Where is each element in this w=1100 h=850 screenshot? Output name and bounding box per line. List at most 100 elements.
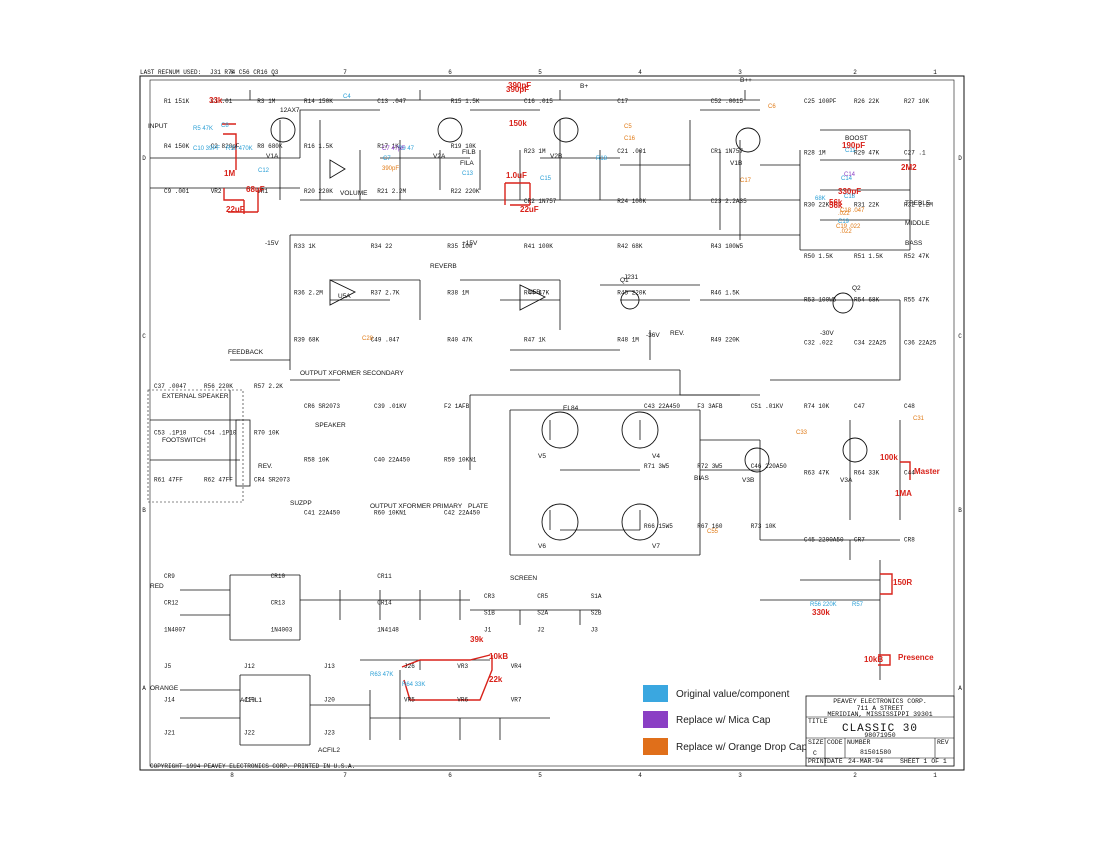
- grid-col-top-5: 5: [538, 69, 542, 76]
- component-label: R20 220K: [304, 188, 333, 195]
- rev-label: REV: [937, 739, 949, 746]
- net-label: ACFIL1: [240, 697, 262, 704]
- blue-original-label: C11: [845, 148, 856, 154]
- sheet-border: [139, 75, 965, 771]
- number-label: NUMBER: [847, 739, 871, 746]
- tube-v7: [621, 503, 659, 541]
- component-label: CR3: [484, 593, 495, 600]
- net-label: ACFIL2: [318, 747, 340, 754]
- component-label: S1B: [484, 610, 495, 617]
- grid-col-bottom-3: 3: [738, 772, 742, 779]
- component-label: R41 100K: [524, 243, 553, 250]
- component-label: R52 47K: [904, 253, 930, 260]
- component-label: C52 .0015: [711, 98, 744, 105]
- grid-col-bottom-5: 5: [538, 772, 542, 779]
- company-name: PEAVEY ELECTRONICS CORP.: [833, 698, 927, 705]
- transistor-q2: [832, 292, 854, 314]
- grid-row-left-B: B: [142, 507, 146, 514]
- net-labels: B+B++-15V+15V-36V-30VREVERBFEEDBACKSPEAK…: [148, 77, 931, 754]
- component-label: C9 .001: [164, 188, 190, 195]
- component-label: R59 10KN1: [444, 456, 477, 463]
- red-mod-label: 150k: [509, 119, 527, 128]
- component-label: R47 1K: [524, 336, 546, 343]
- component-label: C37 .0047: [154, 383, 187, 390]
- component-label: R61 47FF: [154, 476, 183, 483]
- tube-label: 12AX7: [280, 107, 300, 114]
- net-label: VOLUME: [340, 190, 368, 197]
- orange-drop-label: C28: [362, 336, 374, 342]
- component-label: R22 220K: [451, 188, 480, 195]
- component-label: CR2 1N757: [524, 198, 557, 205]
- mod-value-r-top: 390pF: [506, 85, 529, 94]
- net-label: ORANGE: [150, 685, 179, 692]
- red-mod-label: 190pF: [842, 141, 865, 150]
- component-label: R57 2.2K: [254, 383, 283, 390]
- component-label: R71 3W5: [644, 463, 670, 470]
- tube-v3a: [842, 437, 868, 463]
- component-label: R39 68K: [294, 336, 320, 343]
- component-label: R31 22K: [854, 201, 880, 208]
- component-label: C17: [617, 98, 628, 105]
- net-label: MIDDLE: [905, 220, 930, 227]
- component-label: C16 .015: [524, 98, 553, 105]
- net-label: BOOST: [845, 135, 868, 142]
- amp-symbol: [329, 159, 346, 179]
- red-mod-labels: 33k1M68uF22uF390pF150k1.0uF22uF190pF2M25…: [209, 81, 940, 684]
- component-label: R1 151K: [164, 98, 190, 105]
- red-mod-label: 150R: [893, 578, 912, 587]
- tube-label: V5: [538, 453, 546, 460]
- net-label: -36V: [646, 332, 660, 339]
- component-label: J2: [537, 626, 545, 633]
- grid-col-top-2: 2: [853, 69, 857, 76]
- red-mod-label: 10kB: [864, 655, 883, 664]
- blue-original-label: R18: [596, 156, 608, 162]
- net-label: OUTPUT XFORMER PRIMARY: [370, 503, 463, 510]
- red-mod-label: Master: [914, 467, 940, 476]
- component-label: C44: [904, 470, 915, 477]
- net-label: FILB: [462, 149, 476, 156]
- tube-label: V4: [652, 453, 660, 460]
- component-label: R46 1.5K: [711, 290, 740, 297]
- grid-col-top-8: 8: [230, 69, 234, 76]
- size-label: SIZE: [808, 739, 824, 746]
- color-legend: Original value/component Replace w/ Mica…: [643, 685, 808, 755]
- component-label: VR4: [511, 663, 522, 670]
- orange-drop-label: C19 .022: [836, 224, 861, 230]
- grid-col-bottom-4: 4: [638, 772, 642, 779]
- component-label: R53 100W5: [804, 296, 837, 303]
- component-label: R54 68K: [854, 296, 880, 303]
- component-label: VR5: [404, 696, 415, 703]
- component-label: R73 10K: [751, 523, 777, 530]
- component-label: J13: [324, 663, 335, 670]
- component-label: C54 .1P10: [204, 430, 237, 437]
- component-label: VR6: [457, 696, 468, 703]
- mod-value-c19-val: .022: [840, 229, 852, 235]
- component-label: R26 22K: [854, 98, 880, 105]
- red-mod-label: 330k: [812, 608, 830, 617]
- component-label: CR8: [904, 536, 915, 543]
- net-label: SPEAKER: [315, 422, 346, 429]
- component-label: R56 220K: [204, 383, 233, 390]
- component-label: R17 1K: [377, 143, 399, 150]
- tube-label: Q1: [620, 277, 629, 284]
- blue-original-label: C8: [221, 123, 229, 129]
- component-label: R63 47K: [804, 470, 830, 477]
- component-label: R16 1.5K: [304, 143, 333, 150]
- component-label: J20: [324, 696, 335, 703]
- grid-col-bottom-8: 8: [230, 772, 234, 779]
- component-label: S1A: [591, 593, 602, 600]
- component-label: R14 150K: [304, 98, 333, 105]
- company-street: 711 A STREET: [857, 705, 904, 712]
- sheet-inner-border: [149, 79, 955, 767]
- component-label: C25 100PF: [804, 98, 837, 105]
- component-label: J21: [164, 730, 175, 737]
- component-label: S2A: [537, 610, 548, 617]
- component-label: CR9: [164, 573, 175, 580]
- net-label: SUZPP: [290, 500, 312, 507]
- component-label: R58 10K: [304, 456, 330, 463]
- component-label: R70 10K: [254, 430, 280, 437]
- red-mod-label: 68uF: [246, 185, 265, 194]
- red-mod-label: 22k: [489, 675, 503, 684]
- legend-label-mica: Replace w/ Mica Cap: [676, 715, 771, 726]
- component-label: C27 .1: [904, 150, 926, 157]
